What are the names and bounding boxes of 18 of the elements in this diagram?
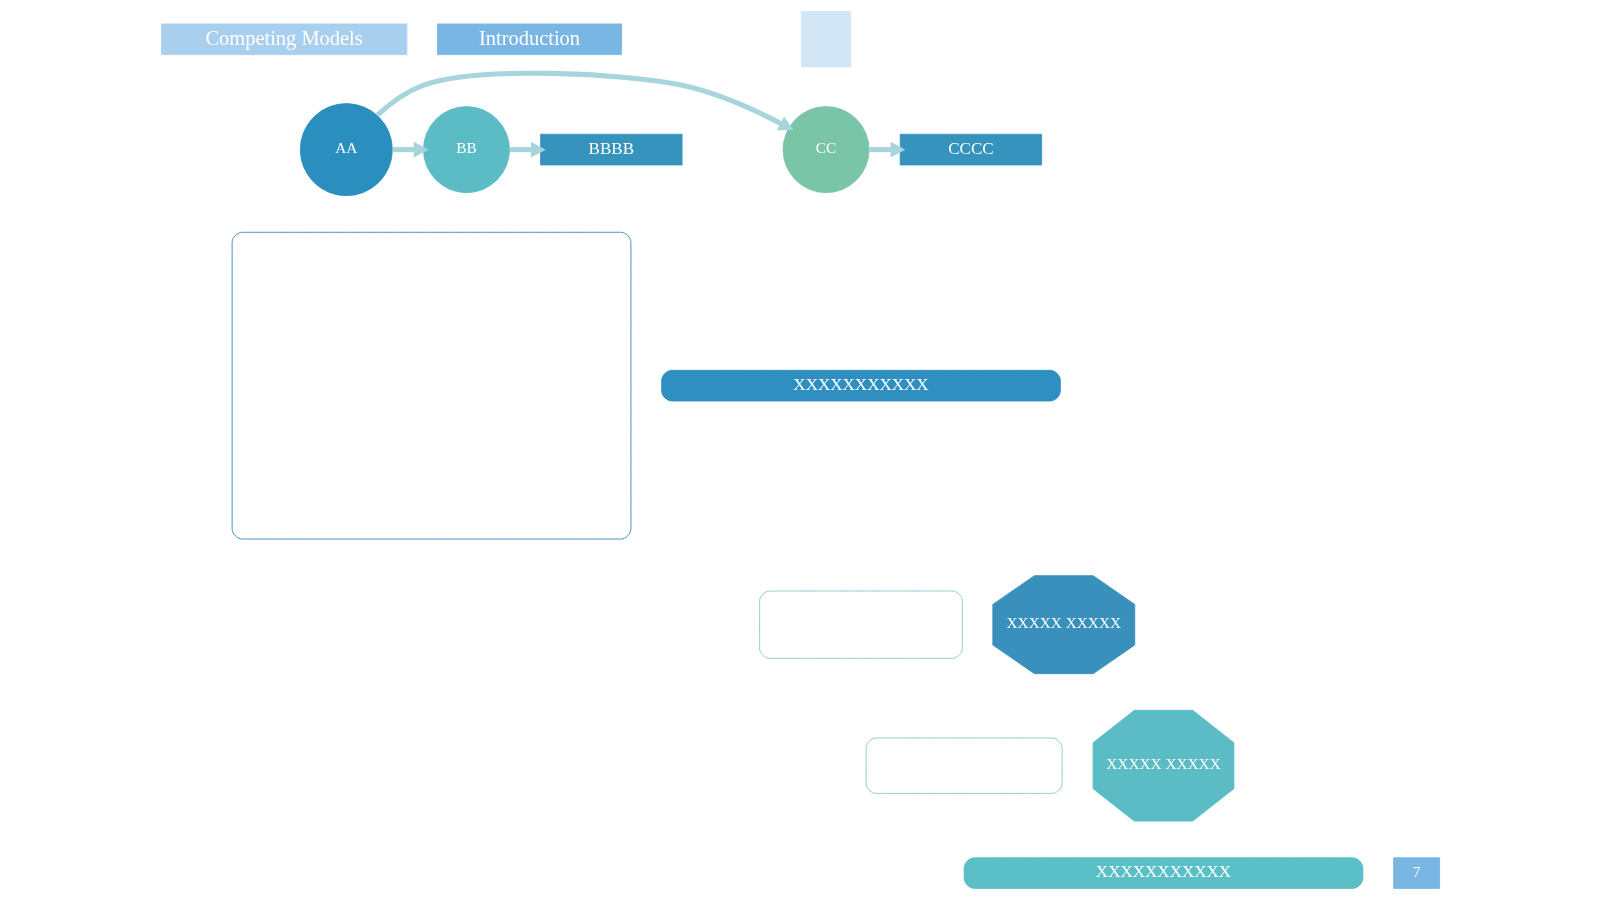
node-box: XXXXXXXXXXX	[963, 857, 1363, 889]
node-circle: CC	[782, 106, 870, 194]
node-box: Competing Models	[160, 23, 407, 56]
node-box: Introduction	[436, 23, 622, 56]
node-circle: AA	[299, 103, 393, 197]
node-box	[758, 590, 963, 659]
label: 7	[1412, 862, 1420, 880]
node-box	[865, 737, 1063, 794]
arrow	[375, 70, 794, 131]
node-box: XXXXXXXXXXX	[660, 369, 1061, 402]
arrow	[868, 141, 905, 158]
arrow	[509, 141, 546, 158]
arrow	[392, 141, 429, 158]
node-box	[800, 11, 851, 68]
node-circle: BB	[422, 106, 510, 194]
node-box	[231, 231, 631, 540]
node-box: BBBB	[539, 133, 682, 166]
node-box: CCCC	[899, 133, 1042, 166]
